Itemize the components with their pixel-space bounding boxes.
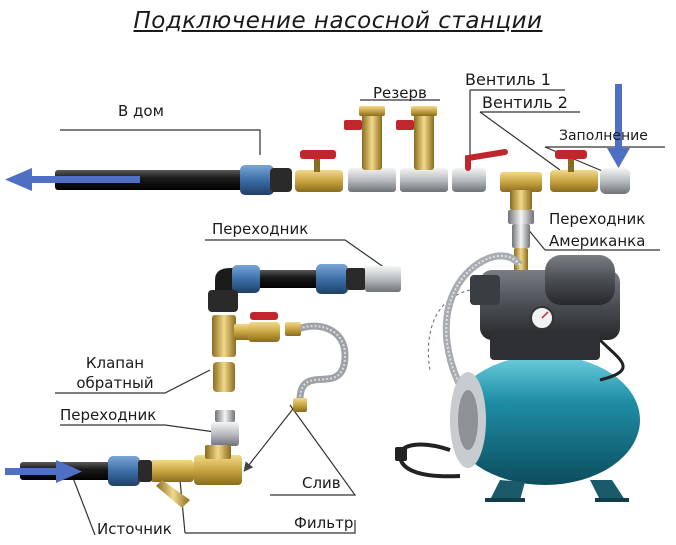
label-check-valve-line1: Клапан	[85, 354, 145, 372]
check-valve	[213, 362, 235, 392]
house-pipe-nut	[270, 168, 292, 192]
pump-station	[395, 255, 640, 502]
drain-tee	[212, 315, 236, 357]
label-filling: Заполнение	[559, 128, 648, 144]
label-adapter-left: Переходник	[60, 406, 157, 424]
flow-arrows	[5, 84, 630, 483]
pump-motor	[545, 255, 615, 305]
reserve-riser-1	[362, 112, 382, 170]
reserve-riser-2	[414, 112, 434, 170]
american-fitting	[508, 210, 534, 224]
leader-to-house	[60, 129, 261, 155]
pump-riser	[508, 210, 534, 274]
arrow-to-house	[5, 168, 140, 191]
main-valve-handle	[300, 150, 336, 159]
label-to-house: В дом	[118, 102, 164, 120]
label-adapter-top: Переходник	[212, 220, 309, 238]
valve2-body	[550, 170, 598, 192]
reserve-handle-1	[344, 120, 362, 130]
hose-guide	[427, 289, 471, 371]
adapter-right	[512, 224, 530, 248]
tank-leg-right	[590, 480, 625, 500]
filter-cap	[156, 480, 190, 508]
reserve-handle-2	[396, 120, 414, 130]
label-valve2: Вентиль 2	[482, 93, 568, 112]
leader-filter	[185, 520, 356, 534]
adapter-left-part	[211, 422, 239, 446]
arrow-filling	[607, 84, 630, 168]
filter-body	[150, 460, 194, 482]
tank-leg-left	[490, 480, 525, 500]
leader-drain	[270, 404, 357, 496]
arrow-source	[5, 460, 82, 483]
valve2-handle	[555, 150, 587, 159]
main-valve-body	[295, 170, 343, 192]
source-fitting	[108, 456, 140, 486]
source-line	[20, 264, 401, 508]
loop-fitting-right	[316, 264, 348, 294]
label-reserve: Резерв	[373, 84, 427, 102]
label-check-valve-line2: обратный	[76, 374, 154, 392]
leader-adapter-left	[60, 424, 216, 433]
valve1-handle	[465, 149, 508, 171]
house-pipe-fitting	[240, 165, 274, 195]
valve1-body	[452, 168, 486, 192]
label-valve1: Вентиль 1	[465, 70, 551, 89]
leader-adapter-top	[205, 239, 386, 269]
house-pipe	[55, 170, 245, 190]
drain-valve-body	[248, 322, 280, 342]
pump-base	[490, 330, 600, 360]
top-tee	[500, 172, 542, 192]
leader-source	[69, 469, 96, 536]
power-cable	[398, 442, 461, 479]
label-american: Американка	[549, 232, 646, 250]
leader-valve1	[469, 89, 565, 160]
label-filter: Фильтр	[294, 514, 354, 532]
label-source: Источник	[97, 520, 172, 538]
adapter-top-part	[365, 266, 401, 292]
reserve-tee-2	[400, 168, 448, 192]
top-line	[55, 106, 630, 210]
bottom-tee	[194, 455, 242, 485]
reserve-tee-1	[348, 168, 396, 192]
elbow-nut	[208, 290, 238, 312]
drain-valve-handle	[250, 312, 278, 320]
filling-elbow	[600, 168, 630, 194]
label-adapter-right: Переходник	[549, 210, 646, 228]
leader-valve2	[479, 111, 580, 171]
tank	[450, 355, 640, 485]
elbow-fitting	[232, 265, 260, 293]
diagram-title: Подключение насосной станции	[133, 8, 543, 34]
label-drain: Слив	[302, 474, 341, 492]
flex-hose	[285, 322, 349, 412]
leader-check-valve	[55, 369, 211, 394]
leader-drain-arrow	[243, 399, 301, 472]
